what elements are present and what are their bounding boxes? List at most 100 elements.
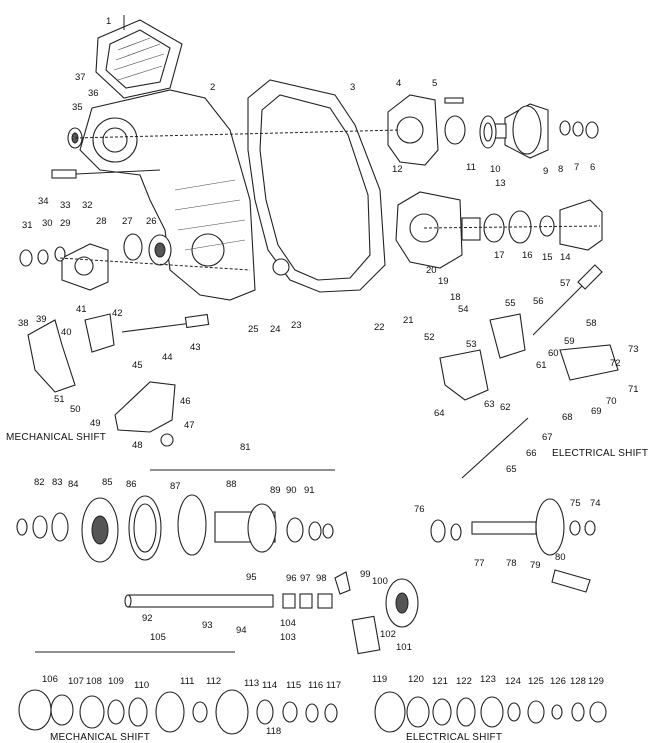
callout-72: 72 (610, 358, 621, 369)
callout-18: 18 (450, 292, 461, 303)
callout-7: 7 (574, 162, 579, 173)
callout-65: 65 (506, 464, 517, 475)
callout-119: 119 (372, 674, 387, 685)
mainshaft-94 (124, 594, 274, 608)
caption-electrical-shift-top: ELECTRICAL SHIFT (552, 448, 648, 459)
callout-82: 82 (34, 477, 45, 488)
callout-116: 116 (308, 680, 323, 691)
callout-80: 80 (555, 552, 566, 563)
callout-37: 37 (75, 72, 86, 83)
callout-50: 50 (70, 404, 81, 415)
callout-51: 51 (54, 394, 65, 405)
seals-26-27 (123, 233, 172, 266)
callout-63: 63 (484, 399, 495, 410)
callout-16: 16 (522, 250, 533, 261)
mechanical-shift-forks (27, 313, 210, 393)
callout-91: 91 (304, 485, 315, 496)
callout-64: 64 (434, 408, 445, 419)
callout-79: 79 (530, 560, 541, 571)
callout-1: 1 (106, 16, 111, 27)
callout-122: 122 (456, 676, 472, 687)
callout-61: 61 (536, 360, 547, 371)
electrical-shift-forks (439, 264, 619, 479)
callout-75: 75 (570, 498, 581, 509)
callout-13: 13 (495, 178, 506, 189)
callout-43: 43 (190, 342, 201, 353)
callout-30: 30 (42, 218, 53, 229)
callout-114: 114 (262, 680, 277, 691)
callout-2: 2 (210, 82, 215, 93)
callout-27: 27 (122, 216, 133, 227)
callout-11: 11 (466, 162, 476, 173)
callout-19: 19 (438, 276, 449, 287)
callout-93: 93 (202, 620, 213, 631)
callout-128: 128 (570, 676, 586, 687)
callout-55: 55 (505, 298, 516, 309)
callout-102: 102 (380, 629, 396, 640)
nuts-6-7-8 (559, 120, 599, 139)
callout-88: 88 (226, 479, 237, 490)
callout-89: 89 (270, 485, 281, 496)
callout-48: 48 (132, 440, 143, 451)
callout-113: 113 (244, 678, 259, 689)
callout-100: 100 (372, 576, 388, 587)
callout-66: 66 (526, 448, 537, 459)
callout-4: 4 (396, 78, 401, 89)
callout-22: 22 (374, 322, 385, 333)
callout-35: 35 (72, 102, 83, 113)
callout-96: 96 (286, 573, 297, 584)
callout-32: 32 (82, 200, 93, 211)
callout-109: 109 (108, 676, 124, 687)
gear-101 (385, 578, 419, 628)
callout-67: 67 (542, 432, 553, 443)
callout-126: 126 (550, 676, 566, 687)
callout-76: 76 (414, 504, 425, 515)
callout-104: 104 (280, 618, 296, 629)
callout-97: 97 (300, 573, 311, 584)
callout-54: 54 (458, 304, 469, 315)
callout-39: 39 (36, 314, 47, 325)
yoke-28 (61, 243, 109, 291)
electrical-bottom-parts (374, 691, 607, 733)
callout-95: 95 (246, 572, 257, 583)
callout-31: 31 (22, 220, 33, 231)
callout-9: 9 (543, 166, 548, 177)
callout-81: 81 (240, 442, 251, 453)
callout-129: 129 (588, 676, 604, 687)
callout-28: 28 (96, 216, 107, 227)
callout-123: 123 (480, 674, 496, 685)
callout-12: 12 (392, 164, 403, 175)
callout-47: 47 (184, 420, 195, 431)
callout-83: 83 (52, 477, 63, 488)
callout-26: 26 (146, 216, 157, 227)
front-output-housing-20 (395, 191, 481, 269)
callout-78: 78 (506, 558, 517, 569)
rear-case-3 (247, 79, 386, 293)
callout-110: 110 (134, 680, 149, 691)
callout-14: 14 (560, 252, 571, 263)
bracket-46 (114, 381, 176, 447)
callout-8: 8 (558, 164, 563, 175)
callout-10: 10 (490, 164, 501, 175)
callout-125: 125 (528, 676, 544, 687)
callout-20: 20 (426, 265, 437, 276)
callout-6: 6 (590, 162, 595, 173)
caption-mechanical-shift-bottom: MECHANICAL SHIFT (50, 732, 150, 743)
top-leader-lines (59, 15, 601, 271)
callout-87: 87 (170, 481, 181, 492)
callout-17: 17 (494, 250, 505, 261)
callout-24: 24 (270, 324, 281, 335)
bearing-seal-10-11 (444, 115, 497, 149)
callout-124: 124 (505, 676, 521, 687)
front-case-2 (79, 89, 256, 301)
callout-38: 38 (18, 318, 29, 329)
callout-108: 108 (86, 676, 102, 687)
washers-29-31 (19, 246, 66, 267)
callout-45: 45 (132, 360, 143, 371)
callout-107: 107 (68, 676, 84, 687)
callout-33: 33 (60, 200, 71, 211)
callout-112: 112 (206, 676, 221, 687)
sensor-33-34 (51, 169, 161, 179)
